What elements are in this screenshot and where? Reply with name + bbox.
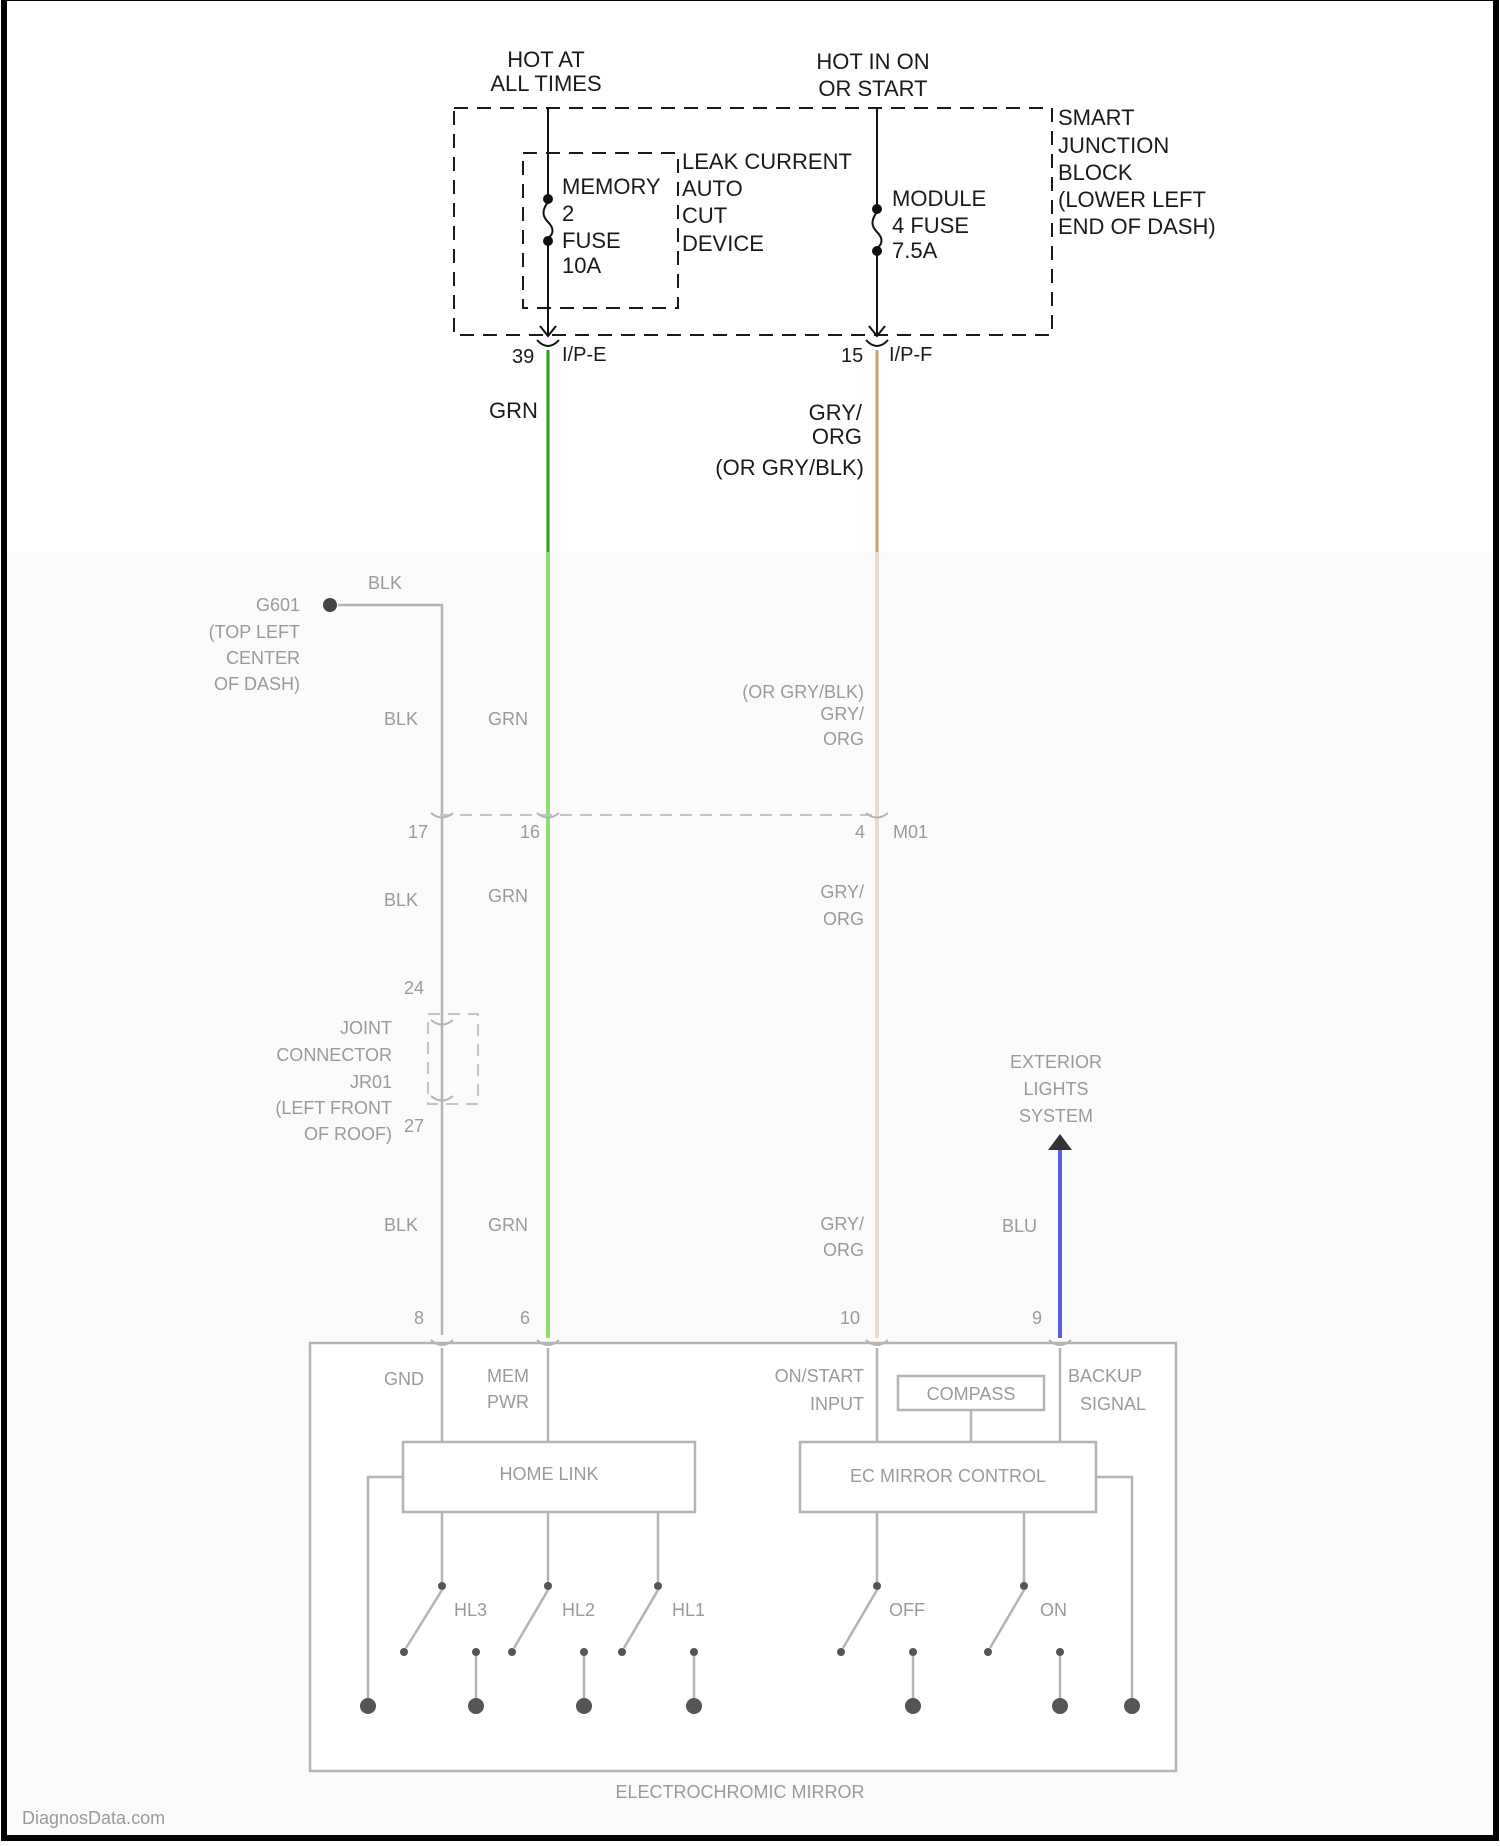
mirror-pin-8: 8 bbox=[414, 1308, 424, 1328]
electrochromic-mirror-box bbox=[310, 1343, 1176, 1771]
fuse-memory-label-2: 2 bbox=[562, 201, 574, 226]
joint-label-5: OF ROOF) bbox=[304, 1124, 392, 1144]
grn-label-3: GRN bbox=[488, 886, 528, 906]
leak-label-3: CUT bbox=[682, 203, 727, 228]
blk-label-4: BLK bbox=[384, 1215, 418, 1235]
gry-org-label-4a: GRY/ bbox=[820, 1214, 864, 1234]
fuse-memory-label-3: FUSE bbox=[562, 228, 621, 253]
switch-hl2-label: HL2 bbox=[562, 1600, 595, 1620]
connector-m01-name: M01 bbox=[893, 822, 928, 842]
electrochromic-mirror-label: ELECTROCHROMIC MIRROR bbox=[615, 1782, 864, 1802]
pin-label-gnd: GND bbox=[384, 1369, 424, 1389]
source-right-line2: OR START bbox=[818, 76, 927, 101]
terminal-dot bbox=[360, 1698, 376, 1714]
grn-wire-label: GRN bbox=[489, 398, 538, 423]
terminal-dot bbox=[1124, 1698, 1140, 1714]
connector-ip-e-pin: 39 bbox=[512, 346, 534, 368]
connector-pin-16: 16 bbox=[520, 822, 540, 842]
pin-label-mem-1: MEM bbox=[487, 1366, 529, 1386]
sjb-label-2: JUNCTION bbox=[1058, 133, 1169, 158]
compass-label: COMPASS bbox=[927, 1384, 1016, 1404]
ec-mirror-control-label: EC MIRROR CONTROL bbox=[850, 1466, 1046, 1486]
source-right-line1: HOT IN ON bbox=[816, 49, 929, 74]
connector-ip-f-icon bbox=[866, 340, 888, 346]
leak-label-4: DEVICE bbox=[682, 231, 764, 256]
blk-label-top: BLK bbox=[368, 573, 402, 593]
connector-ip-e-icon bbox=[537, 340, 559, 346]
ground-label-3: CENTER bbox=[226, 648, 300, 668]
switch-hl1-label: HL1 bbox=[672, 1600, 705, 1620]
blk-label-3: BLK bbox=[384, 890, 418, 910]
connector-pin-17: 17 bbox=[408, 822, 428, 842]
fuse-module-icon bbox=[873, 212, 882, 248]
ground-label-4: OF DASH) bbox=[214, 674, 300, 694]
watermark: DiagnosData.com bbox=[22, 1808, 165, 1828]
home-link-label: HOME LINK bbox=[499, 1464, 598, 1484]
gry-org-label-4b: ORG bbox=[823, 1240, 864, 1260]
exterior-label-1: EXTERIOR bbox=[1010, 1052, 1102, 1072]
joint-pin-27: 27 bbox=[404, 1116, 424, 1136]
connector-ip-f-name: I/P-F bbox=[889, 344, 932, 366]
joint-label-3: JR01 bbox=[350, 1072, 392, 1092]
exterior-label-3: SYSTEM bbox=[1019, 1106, 1093, 1126]
connector-pin-4: 4 bbox=[855, 822, 865, 842]
gry-org-label-2a: (OR GRY/BLK) bbox=[742, 682, 864, 702]
grn-label-2: GRN bbox=[488, 709, 528, 729]
gry-org-label-3b: ORG bbox=[823, 909, 864, 929]
sjb-label-1: SMART bbox=[1058, 105, 1135, 130]
mirror-pin-9: 9 bbox=[1032, 1308, 1042, 1328]
pin-label-onstart-1: ON/START bbox=[775, 1366, 864, 1386]
fuse-memory-icon bbox=[544, 202, 553, 238]
gry-org-wire-label-1: GRY/ bbox=[809, 400, 863, 425]
gry-org-wire-label-2: ORG bbox=[812, 424, 862, 449]
gry-org-label-2b: GRY/ bbox=[820, 704, 864, 724]
fuse-memory-label-4: 10A bbox=[562, 253, 601, 278]
blu-wire-label: BLU bbox=[1002, 1216, 1037, 1236]
gry-org-label-2c: ORG bbox=[823, 729, 864, 749]
blk-label-2: BLK bbox=[384, 709, 418, 729]
mirror-pin-10: 10 bbox=[840, 1308, 860, 1328]
sjb-label-5: END OF DASH) bbox=[1058, 214, 1216, 239]
joint-label-1: JOINT bbox=[340, 1018, 392, 1038]
exterior-label-2: LIGHTS bbox=[1023, 1079, 1088, 1099]
pin-label-backup-2: SIGNAL bbox=[1080, 1394, 1146, 1414]
pin-label-onstart-2: INPUT bbox=[810, 1394, 864, 1414]
connector-ip-e-name: I/P-E bbox=[562, 344, 606, 366]
gry-org-wire-label-3: (OR GRY/BLK) bbox=[715, 455, 864, 480]
sjb-label-3: BLOCK bbox=[1058, 160, 1133, 185]
pin-label-mem-2: PWR bbox=[487, 1392, 529, 1412]
pin-label-backup-1: BACKUP bbox=[1068, 1366, 1142, 1386]
ground-label-2: (TOP LEFT bbox=[209, 622, 300, 642]
ground-label-1: G601 bbox=[256, 595, 300, 615]
joint-label-4: (LEFT FRONT bbox=[275, 1098, 392, 1118]
fuse-module-label-2: 4 FUSE bbox=[892, 213, 969, 238]
switch-on-label: ON bbox=[1040, 1600, 1067, 1620]
fuse-module-label-1: MODULE bbox=[892, 186, 986, 211]
fuse-memory-label-1: MEMORY bbox=[562, 174, 661, 199]
connector-ip-f-pin: 15 bbox=[841, 345, 863, 367]
fuse-module-label-3: 7.5A bbox=[892, 238, 938, 263]
source-left-line2: ALL TIMES bbox=[490, 71, 601, 96]
gry-org-label-3a: GRY/ bbox=[820, 882, 864, 902]
switch-hl3-label: HL3 bbox=[454, 1600, 487, 1620]
joint-label-2: CONNECTOR bbox=[276, 1045, 392, 1065]
leak-label-1: LEAK CURRENT bbox=[682, 149, 852, 174]
source-left-line1: HOT AT bbox=[507, 47, 584, 72]
sjb-label-4: (LOWER LEFT bbox=[1058, 187, 1206, 212]
leak-label-2: AUTO bbox=[682, 176, 743, 201]
switch-off-label: OFF bbox=[889, 1600, 925, 1620]
ground-g601-icon bbox=[323, 598, 337, 612]
mirror-pin-6: 6 bbox=[520, 1308, 530, 1328]
joint-pin-24: 24 bbox=[404, 978, 424, 998]
grn-label-4: GRN bbox=[488, 1215, 528, 1235]
